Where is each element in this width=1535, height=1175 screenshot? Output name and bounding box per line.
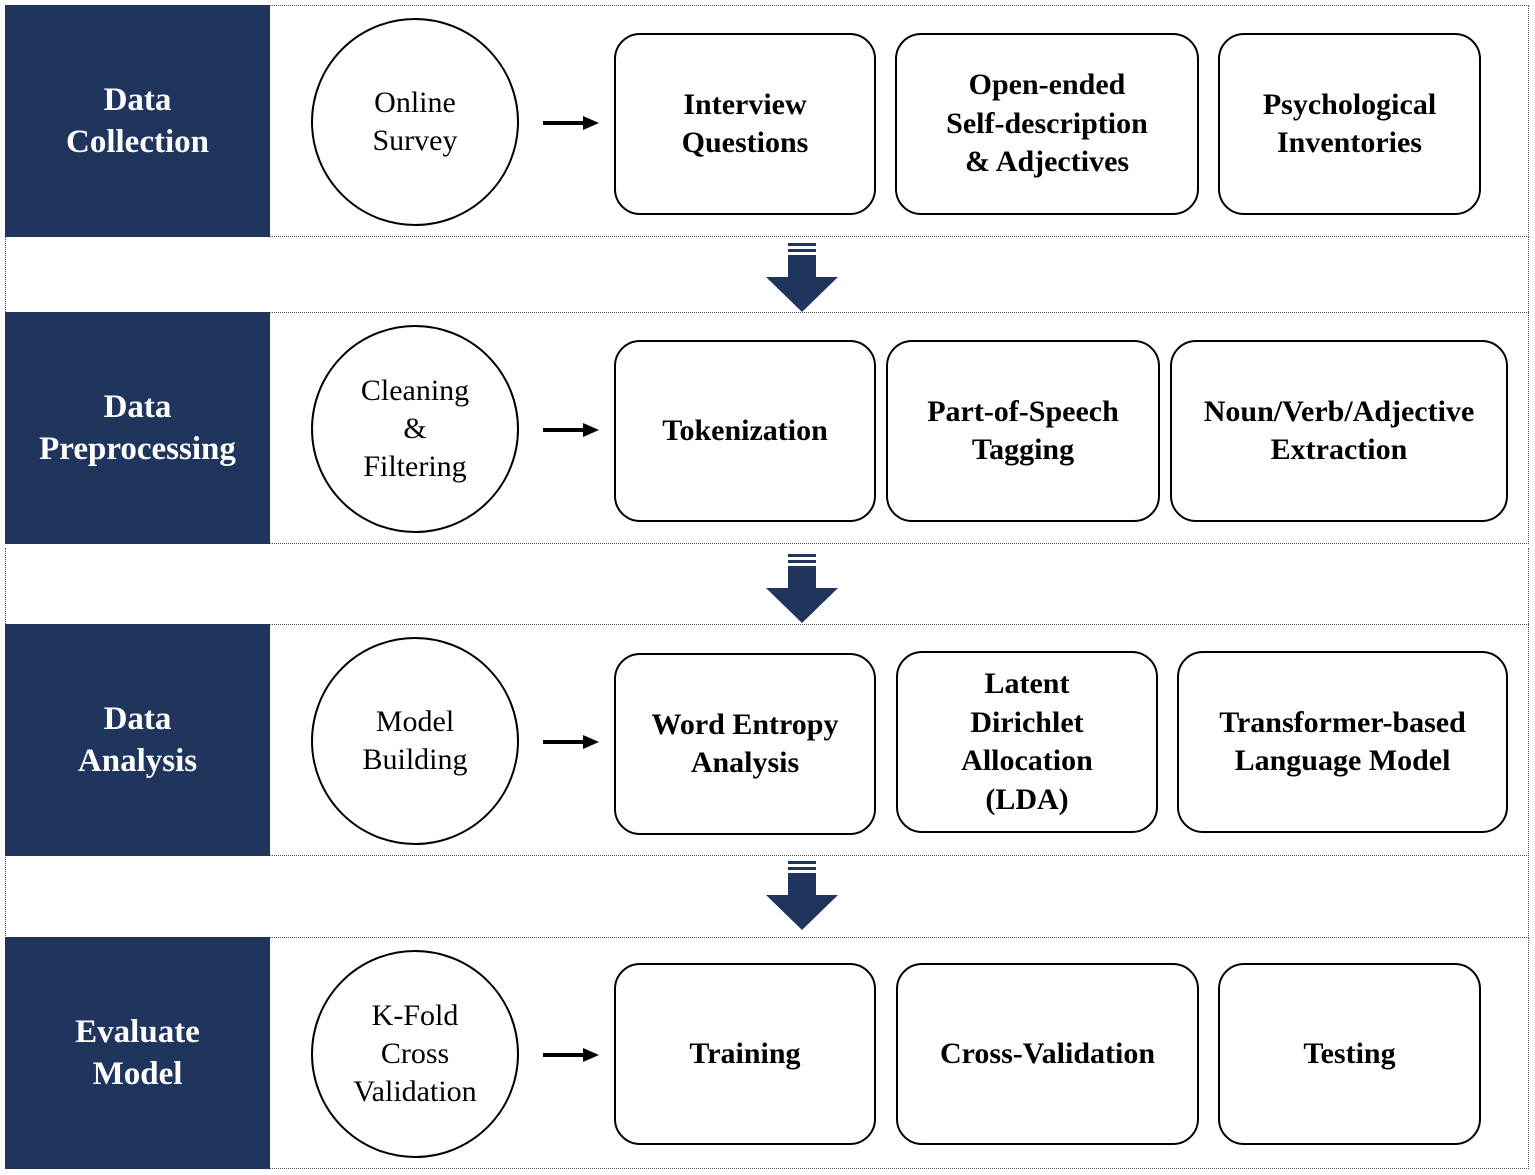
step-text: Interview Questions <box>681 87 809 160</box>
stage-label: Data Analysis <box>5 624 270 856</box>
step-box: Word Entropy Analysis <box>614 653 876 835</box>
step-box: Cross-Validation <box>896 963 1199 1145</box>
step-text: Psychological Inventories <box>1262 87 1437 160</box>
method-text: Model Building <box>362 705 468 776</box>
step-box: Psychological Inventories <box>1218 33 1481 215</box>
step-box: Interview Questions <box>614 33 876 215</box>
right-arrow-icon <box>543 423 599 437</box>
stage-data-analysis: Data Analysis Model Building Word Entrop… <box>5 624 1529 856</box>
step-text: Word Entropy Analysis <box>651 707 839 780</box>
step-text: Transformer-based Language Model <box>1219 705 1466 778</box>
method-circle: K-Fold Cross Validation <box>311 950 519 1158</box>
down-arrow-icon <box>766 554 838 623</box>
step-text: Testing <box>1303 1036 1396 1070</box>
method-text: Online Survey <box>372 86 458 157</box>
stage-data-collection: Data Collection Online Survey Interview … <box>5 5 1529 237</box>
step-box: Training <box>614 963 876 1145</box>
stage-label: Data Preprocessing <box>5 312 270 544</box>
step-box: Tokenization <box>614 340 876 522</box>
step-box: Latent Dirichlet Allocation (LDA) <box>896 651 1158 833</box>
step-box: Part-of-Speech Tagging <box>886 340 1160 522</box>
stage-connector <box>5 857 1529 938</box>
stage-label: Evaluate Model <box>5 937 270 1169</box>
stage-connector <box>5 548 1529 624</box>
stage-label: Data Collection <box>5 5 270 237</box>
step-box: Transformer-based Language Model <box>1177 651 1508 833</box>
step-text: Latent Dirichlet Allocation (LDA) <box>961 667 1093 816</box>
step-text: Part-of-Speech Tagging <box>927 394 1119 467</box>
method-text: Cleaning & Filtering <box>360 374 470 483</box>
method-circle: Cleaning & Filtering <box>311 325 519 533</box>
step-text: Training <box>689 1036 801 1070</box>
stage-evaluate-model: Evaluate Model K-Fold Cross Validation T… <box>5 937 1529 1169</box>
right-arrow-icon <box>543 1048 599 1062</box>
down-arrow-icon <box>766 861 838 930</box>
step-box: Noun/Verb/Adjective Extraction <box>1170 340 1508 522</box>
step-text: Noun/Verb/Adjective Extraction <box>1203 394 1475 467</box>
step-box: Testing <box>1218 963 1481 1145</box>
stage-label-text: Evaluate Model <box>75 1014 200 1092</box>
step-text: Open-ended Self-description & Adjectives <box>946 68 1148 179</box>
stage-label-text: Data Collection <box>66 82 209 160</box>
right-arrow-icon <box>543 116 599 130</box>
stage-data-preprocessing: Data Preprocessing Cleaning & Filtering … <box>5 312 1529 544</box>
step-text: Tokenization <box>662 413 828 447</box>
method-circle: Model Building <box>311 637 519 845</box>
stage-connector <box>5 237 1529 312</box>
right-arrow-icon <box>543 735 599 749</box>
method-text: K-Fold Cross Validation <box>353 999 477 1108</box>
step-text: Cross-Validation <box>939 1036 1156 1070</box>
down-arrow-icon <box>766 243 838 312</box>
stage-label-text: Data Preprocessing <box>39 389 236 467</box>
stage-label-text: Data Analysis <box>77 701 198 779</box>
method-circle: Online Survey <box>311 18 519 226</box>
step-box: Open-ended Self-description & Adjectives <box>895 33 1199 215</box>
